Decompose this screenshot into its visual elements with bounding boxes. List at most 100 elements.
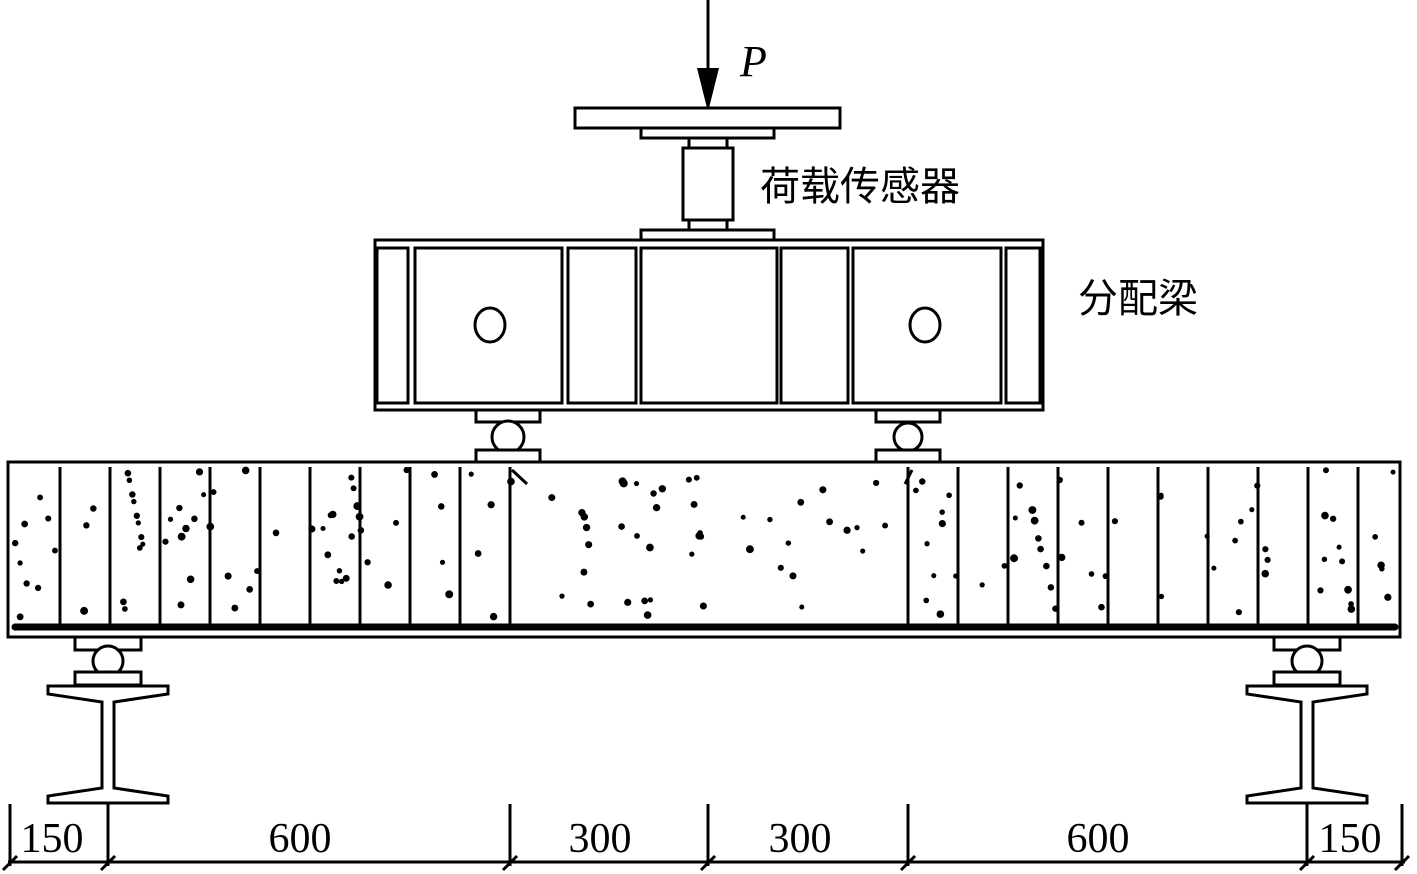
aggregate-dot — [643, 611, 652, 619]
aggregate-dot — [231, 604, 239, 612]
aggregate-dot — [320, 525, 326, 532]
aggregate-dot — [439, 559, 446, 565]
aggregate-dot — [1010, 554, 1018, 563]
aggregate-dot — [624, 598, 632, 606]
aggregate-dot — [618, 523, 625, 530]
aggregate-dot — [487, 501, 495, 509]
aggregate-dot — [1098, 603, 1105, 611]
dim-slash — [1298, 854, 1316, 872]
aggregate-dot — [254, 568, 261, 575]
aggregate-dot — [474, 550, 482, 557]
aggregate-dot — [1158, 593, 1165, 600]
aggregate-dot — [272, 529, 280, 537]
aggregate-dot — [37, 494, 44, 501]
aggregate-dot — [1317, 587, 1324, 594]
aggregate-dot — [1262, 546, 1269, 553]
aggregate-dot — [1157, 493, 1164, 500]
aggregate-dot — [348, 474, 355, 481]
aggregate-dot — [177, 532, 186, 541]
aggregate-dot — [693, 474, 700, 481]
dim-slash — [501, 854, 519, 872]
aggregate-dot — [241, 466, 250, 475]
stirrups — [58, 467, 1360, 627]
aggregate-dot — [1348, 601, 1354, 607]
dim-label: 300 — [569, 816, 632, 862]
aggregate-dot — [431, 471, 438, 478]
dimension-line — [1, 804, 1411, 872]
aggregate-dot — [797, 498, 805, 506]
aggregate-dot — [162, 538, 169, 545]
aggregate-dot — [1001, 562, 1008, 569]
aggregate-dot — [746, 545, 754, 554]
aggregate-dot — [140, 541, 146, 547]
aggregate-dot — [80, 606, 89, 615]
aggregate-dot — [126, 477, 133, 484]
aggregate-dot — [191, 515, 198, 523]
aggregate-dot — [1344, 585, 1352, 594]
aggregate-dot — [618, 477, 627, 486]
aggregate-dot — [120, 598, 127, 606]
aggregate-dot — [384, 581, 392, 589]
aggregate-dot — [131, 498, 137, 505]
dim-slash — [899, 854, 917, 872]
aggregate-dot — [336, 568, 343, 574]
aggregate-dot — [129, 491, 136, 498]
load-sensor — [573, 106, 842, 242]
aggregate-dot — [919, 478, 926, 485]
aggregate-dot — [1016, 482, 1023, 489]
aggregate-dot — [324, 551, 332, 559]
aggregate-dot — [1047, 584, 1055, 591]
aggregate-dot — [1037, 545, 1044, 553]
aggregate-dot — [936, 610, 945, 618]
i-beam — [1245, 684, 1369, 805]
aggregate-dot — [697, 533, 705, 540]
aggregate-dot — [585, 541, 593, 549]
aggregate-dot — [1012, 515, 1018, 521]
aggregate-dot — [333, 578, 340, 584]
aggregate-dot — [1078, 519, 1085, 526]
aggregate-dot — [1056, 476, 1063, 484]
aggregate-dot — [122, 606, 128, 612]
aggregate-dot — [1336, 544, 1342, 550]
aggregate-dot — [650, 490, 657, 497]
load-arrow — [697, 0, 719, 112]
aggregate-dot — [445, 590, 454, 599]
aggregate-dot — [355, 512, 364, 521]
aggregate-dot — [1232, 537, 1238, 544]
i-beam — [46, 684, 170, 805]
aggregate-dot — [580, 513, 589, 521]
aggregate-dot — [124, 469, 132, 477]
aggregate-dot — [1261, 569, 1270, 578]
aggregate-dot — [873, 479, 880, 487]
aggregate-dot — [1102, 573, 1109, 580]
aggregate-dot — [1321, 511, 1329, 520]
dim-label: 600 — [1067, 816, 1130, 862]
aggregate-dot — [468, 471, 474, 477]
dim-slash — [1393, 854, 1411, 872]
aggregate-dot — [699, 602, 707, 610]
aggregate-dot — [342, 574, 350, 582]
load-sensor-label: 荷载传感器 — [760, 164, 960, 210]
aggregate-dot — [1028, 506, 1037, 514]
aggregate-dot — [350, 485, 357, 492]
aggregate-dot — [931, 573, 937, 579]
aggregate-dot — [133, 512, 140, 519]
aggregate-dot — [924, 541, 930, 547]
aggregate-dot — [843, 526, 851, 534]
aggregate-dot — [201, 492, 207, 498]
aggregate-dot — [21, 520, 29, 528]
aggregate-dot — [923, 597, 930, 604]
aggregate-dot — [582, 523, 591, 532]
loading-roller-left — [474, 408, 542, 464]
aggregate-dot — [83, 522, 90, 529]
aggregate-dot — [1372, 533, 1379, 540]
aggregate-dot — [489, 612, 498, 621]
aggregate-dot — [403, 466, 410, 474]
aggregate-dot — [246, 586, 254, 593]
aggregate-dot — [206, 522, 215, 531]
aggregate-dot — [1237, 518, 1244, 525]
dim-label: 150 — [21, 816, 84, 862]
aggregate-dot — [1264, 556, 1271, 563]
aggregate-dot — [641, 597, 649, 605]
aggregate-dot — [507, 477, 515, 486]
